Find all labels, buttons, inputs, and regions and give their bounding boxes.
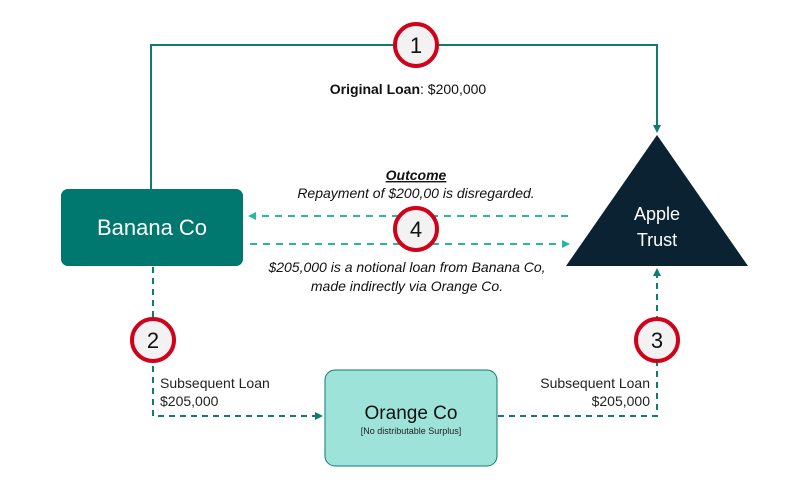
step-badge-3: 3 <box>634 317 680 363</box>
orange-co-node: Orange Co [No distributable Surplus] <box>324 369 498 467</box>
step-badge-2: 2 <box>130 317 176 363</box>
step-number: 2 <box>147 328 159 353</box>
subsequent-loan-left-line2: $205,000 <box>160 393 219 409</box>
apple-trust-node: Apple Trust <box>566 135 748 266</box>
orange-co-note: [No distributable Surplus] <box>361 426 462 436</box>
apple-trust-label-line2: Trust <box>637 230 677 250</box>
outcome-notional-line1: $205,000 is a notional loan from Banana … <box>267 259 545 275</box>
subsequent-loan-arrow-left <box>152 267 323 420</box>
banana-co-node: Banana Co <box>61 189 243 266</box>
original-loan-label: Original Loan <box>330 81 420 97</box>
orange-co-label: Orange Co <box>365 403 458 424</box>
apple-trust-label-line1: Apple <box>634 204 680 224</box>
step-badge-1: 1 <box>393 22 439 68</box>
subsequent-loan-right-line1: Subsequent Loan <box>540 375 650 391</box>
step-number: 4 <box>410 217 422 242</box>
outcome-notional-line2: made indirectly via Orange Co. <box>311 278 503 294</box>
outcome-title: Outcome <box>386 167 447 183</box>
step-number: 3 <box>651 328 663 353</box>
banana-co-label: Banana Co <box>97 215 207 240</box>
original-loan-text: Original Loan: $200,000 <box>330 81 487 97</box>
step-badge-4: 4 <box>393 206 439 252</box>
outcome-repayment-text: Repayment of $200,00 is disregarded. <box>297 185 534 201</box>
subsequent-loan-left-line1: Subsequent Loan <box>160 375 270 391</box>
subsequent-loan-right-line2: $205,000 <box>592 393 651 409</box>
step-number: 1 <box>410 33 422 58</box>
original-loan-amount: : $200,000 <box>420 81 486 97</box>
